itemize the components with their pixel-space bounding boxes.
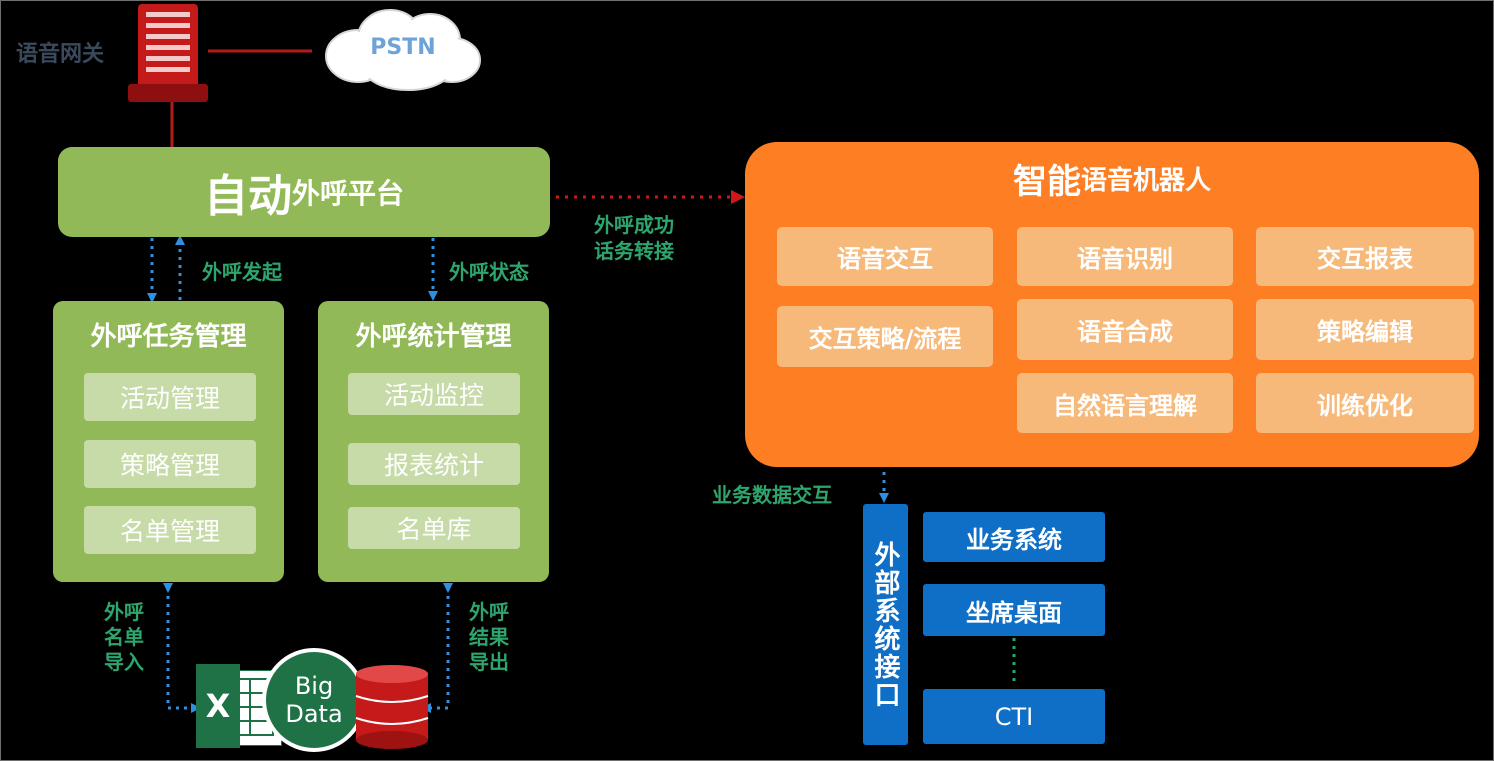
import-label-line3: 导入	[104, 650, 144, 674]
platform-title-rest: 外呼平台	[291, 177, 404, 210]
database-icon	[355, 665, 429, 749]
nlu-item: 自然语言理解	[1017, 373, 1233, 433]
pstn-cloud-icon	[325, 9, 481, 91]
cti-item: CTI	[923, 689, 1105, 744]
pstn-label: PSTN	[370, 34, 436, 60]
excel-letter: X	[196, 664, 240, 748]
import-label: 外呼 名单 导入	[104, 600, 144, 675]
import-label-line1: 外呼	[104, 600, 144, 624]
training-optimization-item: 训练优化	[1256, 373, 1474, 433]
external-interface-bar: 外部系统接口	[863, 504, 908, 745]
export-label-line3: 导出	[469, 650, 509, 674]
transfer-label-line2: 话务转接	[594, 239, 674, 263]
big-data-line2: Data	[285, 700, 343, 728]
big-data-icon: Big Data	[262, 648, 366, 752]
interaction-strategy-item: 交互策略/流程	[777, 306, 993, 367]
transfer-label-line1: 外呼成功	[594, 213, 674, 237]
report-stats-item: 报表统计	[348, 443, 520, 485]
seat-desktop-item: 坐席桌面	[923, 584, 1105, 636]
interaction-report-item: 交互报表	[1256, 227, 1474, 286]
import-label-line2: 名单	[104, 625, 144, 649]
arrow-export	[421, 583, 453, 713]
stats-management-title: 外呼统计管理	[355, 321, 512, 352]
auto-outbound-platform: 自动 外呼平台	[58, 147, 550, 237]
robot-title-big: 智能	[1012, 161, 1081, 202]
voice-gateway-label: 语音网关	[16, 42, 105, 67]
transfer-label: 外呼成功 话务转接	[594, 212, 674, 264]
export-label-line2: 结果	[469, 625, 509, 649]
export-label-line1: 外呼	[469, 600, 509, 624]
status-label: 外呼状态	[449, 260, 529, 284]
robot-title-rest: 语音机器人	[1080, 165, 1211, 196]
task-management-title: 外呼任务管理	[90, 321, 247, 352]
arrow-import	[163, 583, 201, 713]
initiate-label: 外呼发起	[202, 260, 282, 284]
voice-interaction-item: 语音交互	[777, 227, 993, 286]
strategy-management-item: 策略管理	[84, 440, 256, 488]
platform-title-big: 自动	[203, 171, 292, 222]
business-system-item: 业务系统	[923, 512, 1105, 562]
speech-synthesis-item: 语音合成	[1017, 299, 1233, 360]
export-label: 外呼 结果 导出	[469, 600, 509, 675]
speech-recognition-item: 语音识别	[1017, 227, 1233, 286]
voice-gateway-icon	[128, 4, 208, 102]
activity-management-item: 活动管理	[84, 373, 256, 421]
list-library-item: 名单库	[348, 507, 520, 549]
biz-data-label: 业务数据交互	[712, 483, 832, 507]
activity-monitor-item: 活动监控	[348, 373, 520, 415]
robot-title: 智能 语音机器人	[745, 150, 1479, 206]
strategy-edit-item: 策略编辑	[1256, 299, 1474, 360]
big-data-line1: Big	[294, 672, 334, 700]
list-management-item: 名单管理	[84, 506, 256, 554]
